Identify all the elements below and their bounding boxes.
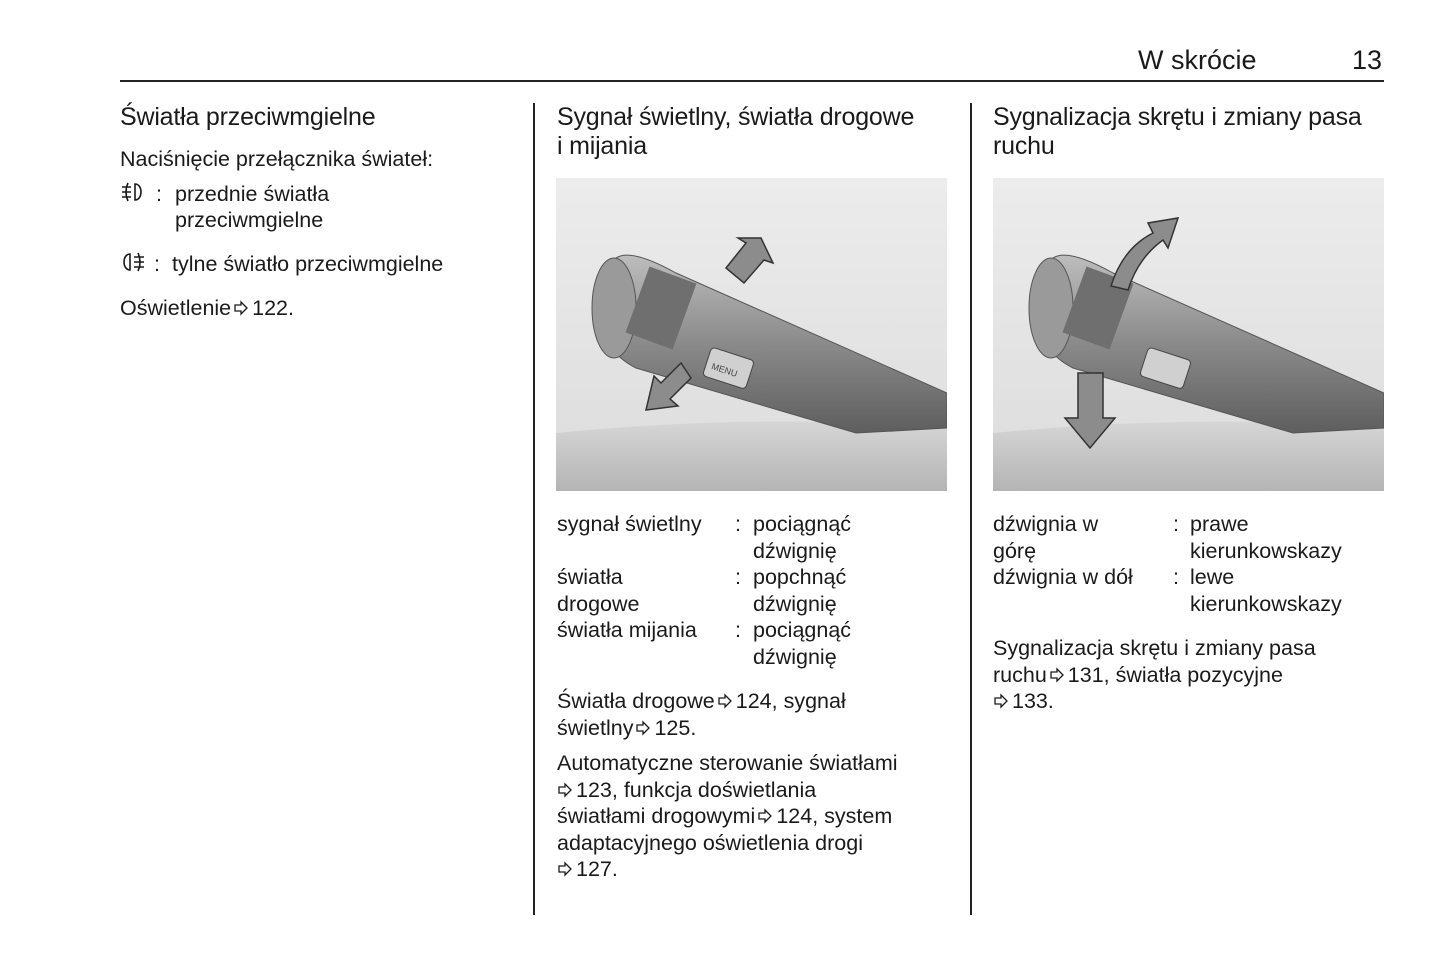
section-heading: Światła przeciwmgielne xyxy=(120,103,376,131)
term: dźwignia w dół xyxy=(993,565,1133,589)
colon: : xyxy=(735,512,741,536)
page-ref[interactable]: 131, światła pozycyjne xyxy=(1067,662,1283,687)
colon: : xyxy=(1173,565,1179,589)
front-fog-light-icon xyxy=(120,181,146,210)
page-reference-arrow-icon xyxy=(757,808,773,824)
colon: : xyxy=(156,181,162,206)
arrow-down-icon xyxy=(1063,372,1117,450)
arrow-up-icon xyxy=(724,237,775,285)
arrow-up-icon xyxy=(1110,217,1180,291)
header-rule xyxy=(120,80,1384,82)
colon: : xyxy=(735,618,741,642)
page-ref[interactable]: 125. xyxy=(654,715,697,740)
rear-fog-light-icon xyxy=(120,251,146,280)
page-ref[interactable]: 122. xyxy=(252,295,294,320)
turn-signal-lever-illustration xyxy=(993,178,1384,491)
reference-paragraph: Oświetlenie 122. xyxy=(120,295,520,322)
colon: : xyxy=(735,565,741,589)
intro-text: Naciśnięcie przełącznika świateł: xyxy=(120,147,434,171)
fog-lights-section: Światła przeciwmgielne Naciśnięcie przeł… xyxy=(120,103,520,321)
reference-paragraph: Automatyczne sterowanie światłami 123, f… xyxy=(557,751,898,881)
column-divider xyxy=(970,103,972,915)
page-number: 13 xyxy=(1352,45,1383,75)
page-ref[interactable]: 127. xyxy=(576,857,618,881)
term: sygnał świetlny xyxy=(557,512,702,536)
page-reference-arrow-icon xyxy=(233,299,249,316)
page-reference-arrow-icon xyxy=(557,781,573,798)
list-item: : tylne światło przeciwmgielne xyxy=(120,251,520,278)
headlight-lever-illustration: MENU xyxy=(556,178,947,491)
page-reference-arrow-icon xyxy=(993,693,1009,709)
page-reference-arrow-icon xyxy=(557,861,573,877)
item-text: przeciwmgielne xyxy=(175,208,324,232)
page-reference-arrow-icon xyxy=(635,719,651,736)
page-ref[interactable]: 124, system xyxy=(776,804,893,828)
section-title: W skrócie xyxy=(1138,45,1257,75)
item-text: tylne światło przeciwmgielne xyxy=(172,251,444,276)
colon: : xyxy=(1173,512,1179,536)
page-ref[interactable]: 123, funkcja doświetlania xyxy=(576,777,817,802)
list-item: : przednie światła przeciwmgielne xyxy=(120,181,520,234)
column-divider xyxy=(533,103,535,915)
page-ref[interactable]: 133. xyxy=(1012,689,1054,713)
page-reference-arrow-icon xyxy=(717,693,733,709)
page-ref[interactable]: 124, sygnał xyxy=(735,689,846,713)
term: światła mijania xyxy=(557,618,697,642)
colon: : xyxy=(154,251,160,276)
item-text: przednie światła xyxy=(175,181,330,206)
arrow-down-icon xyxy=(645,361,692,411)
page-reference-arrow-icon xyxy=(1049,666,1065,683)
ref-text: Oświetlenie xyxy=(120,295,232,320)
